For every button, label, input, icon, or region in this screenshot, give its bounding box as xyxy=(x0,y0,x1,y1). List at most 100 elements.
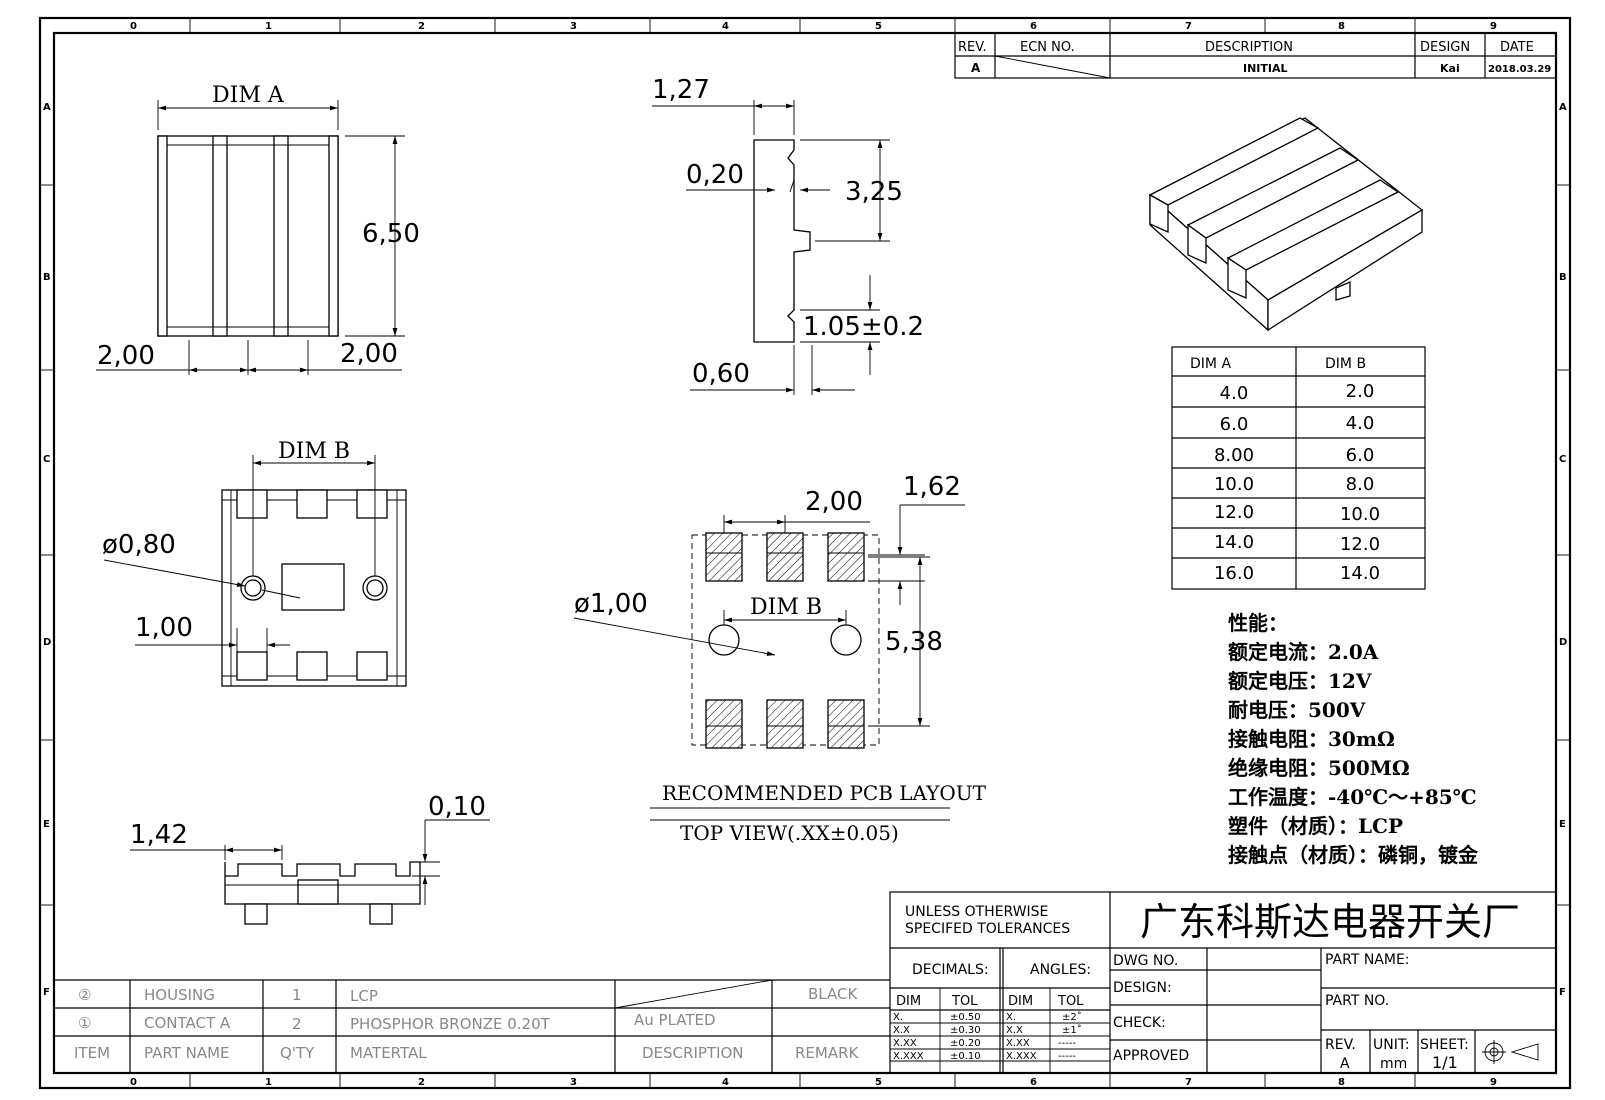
pcb-title: RECOMMENDED PCB LAYOUT xyxy=(662,781,987,805)
dim-table-cell: 4.0 xyxy=(1220,383,1249,404)
dim-table-cell: 10.0 xyxy=(1340,504,1380,525)
pcb-hole-dim: ø1,00 xyxy=(574,589,648,619)
row-label: D xyxy=(43,637,51,648)
tol-row: ±0.50 xyxy=(950,1012,981,1023)
pcb-subtitle: TOP VIEW(.XX±0.05) xyxy=(680,821,899,845)
dim-table-header-a: DIM A xyxy=(1190,356,1231,372)
sheet-value: 1/1 xyxy=(1432,1053,1458,1072)
dim-table-cell: 14.0 xyxy=(1340,563,1380,584)
dim-325: 3,25 xyxy=(845,177,903,207)
dim-table-cell: 10.0 xyxy=(1214,474,1254,495)
dim-650: 6,50 xyxy=(362,219,420,249)
col-label: 6 xyxy=(1030,1077,1037,1088)
dim-table-cell: 12.0 xyxy=(1214,502,1254,523)
row-label: B xyxy=(1559,272,1567,283)
spec-line: 接触点（材质）：磷铜，镀金 xyxy=(1228,843,1479,867)
row-label: C xyxy=(43,454,50,465)
bom-remark: BLACK xyxy=(808,985,858,1003)
rev-value: A xyxy=(971,61,981,75)
angles-label: ANGLES: xyxy=(1030,962,1091,978)
dim-table-cell: 16.0 xyxy=(1214,563,1254,584)
company-name: 广东科斯达电器开关厂 xyxy=(1140,900,1520,944)
tol-row: X.XXX xyxy=(893,1051,924,1062)
dim-table-header-b: DIM B xyxy=(1325,356,1366,372)
front-view: 1,42 0,10 xyxy=(130,792,490,925)
tol-row: ----- xyxy=(1058,1038,1076,1049)
dim-127: 1,27 xyxy=(652,75,710,105)
spec-line: 额定电流：2.0A xyxy=(1228,640,1379,664)
dim-table-cell: 4.0 xyxy=(1346,413,1375,434)
bom-material: LCP xyxy=(350,987,378,1005)
tol-col-header: TOL xyxy=(1057,994,1084,1009)
col-label: 0 xyxy=(130,21,137,32)
unit-label: UNIT: xyxy=(1373,1037,1410,1053)
dim-col-header: DIM xyxy=(896,994,921,1009)
tolerance-note: SPECIFED TOLERANCES xyxy=(905,921,1070,937)
dim-b-label-bottom: DIM B xyxy=(278,439,350,464)
col-label: 5 xyxy=(875,21,882,32)
tol-row: X. xyxy=(893,1012,903,1023)
row-label: A xyxy=(1559,102,1567,113)
bom-header-item: ITEM xyxy=(74,1044,110,1062)
bom-item: ② xyxy=(78,986,91,1004)
design-header: DESIGN xyxy=(1420,40,1470,55)
tol-row: ±0.30 xyxy=(950,1025,981,1036)
dwg-no-label: DWG NO. xyxy=(1113,953,1178,969)
tol-row: X.X xyxy=(1006,1025,1023,1036)
col-label: 4 xyxy=(722,21,729,32)
col-label: 1 xyxy=(265,21,272,32)
top-view: DIM A 6,50 2,00 2,00 xyxy=(96,83,420,375)
specs: 性能： 额定电流：2.0A 额定电压：12V 耐电压：500V 接触电阻：30m… xyxy=(1228,611,1479,867)
dim-010: 0,10 xyxy=(428,792,486,822)
dim-060: 0,60 xyxy=(692,359,750,389)
dim-100: 1,00 xyxy=(135,613,193,643)
col-label: 3 xyxy=(570,1077,577,1088)
dim-table-cell: 8.0 xyxy=(1346,474,1375,495)
pcb-dim-200: 2,00 xyxy=(805,487,863,517)
dim-table-cell: 14.0 xyxy=(1214,532,1254,553)
tol-row: X.XXX xyxy=(1006,1051,1037,1062)
tol-col-header: TOL xyxy=(951,994,978,1009)
ecn-header: ECN NO. xyxy=(1020,40,1075,55)
part-no-label: PART NO. xyxy=(1325,993,1389,1009)
revision-block: REV. ECN NO. DESCRIPTION DESIGN DATE A I… xyxy=(954,32,1557,79)
bom-table: ② HOUSING 1 LCP BLACK ① CONTACT A 2 PHOS… xyxy=(54,979,890,1073)
pcb-dim-538: 5,38 xyxy=(885,627,943,657)
tol-row: ----- xyxy=(1058,1051,1076,1062)
row-label: F xyxy=(43,987,50,998)
row-label: B xyxy=(43,272,51,283)
bottom-view: DIM B ø0,80 1,00 xyxy=(102,439,407,687)
spec-line: 耐电压：500V xyxy=(1228,698,1366,722)
col-label: 5 xyxy=(875,1077,882,1088)
col-label: 6 xyxy=(1030,21,1037,32)
spec-line: 塑件（材质）：LCP xyxy=(1228,814,1403,838)
dim-table-cell: 6.0 xyxy=(1220,414,1249,435)
dim-a-label: DIM A xyxy=(212,83,285,108)
dim-080: ø0,80 xyxy=(102,530,176,560)
col-label: 8 xyxy=(1338,21,1345,32)
col-label: 0 xyxy=(130,1077,137,1088)
bom-header-qty: Q'TY xyxy=(280,1044,315,1062)
pcb-layout: 2,00 1,62 5,38 DIM B ø1,00 RECOMMENDED P… xyxy=(573,472,987,845)
col-label: 1 xyxy=(265,1077,272,1088)
title-block: 广东科斯达电器开关厂 UNLESS OTHERWISE SPECIFED TOL… xyxy=(889,891,1557,1074)
col-label: 9 xyxy=(1490,21,1497,32)
bom-header-remark: REMARK xyxy=(795,1044,860,1062)
drawing-border: 0 1 2 3 4 5 6 7 8 9 0 1 2 3 4 5 6 7 8 9 … xyxy=(38,16,1572,1090)
col-label: 4 xyxy=(722,1077,729,1088)
bom-name: CONTACT A xyxy=(144,1014,231,1032)
dim-142: 1,42 xyxy=(130,820,188,850)
dim-105: 1.05±0.2 xyxy=(803,312,924,342)
dim-table-cell: 8.00 xyxy=(1214,445,1254,466)
row-label: C xyxy=(1559,454,1566,465)
dim-table: DIM A DIM B 4.0 2.0 6.0 4.0 8.00 6.0 10.… xyxy=(1171,346,1426,590)
col-label: 7 xyxy=(1185,1077,1192,1088)
decimals-label: DECIMALS: xyxy=(912,962,989,978)
description-value: INITIAL xyxy=(1243,62,1288,75)
col-label: 7 xyxy=(1185,21,1192,32)
side-view: 1,27 0,20 3,25 1.05±0.2 0,60 xyxy=(652,75,924,395)
date-header: DATE xyxy=(1500,40,1534,55)
tol-row: X.XX xyxy=(1006,1038,1030,1049)
row-label: E xyxy=(43,819,50,830)
